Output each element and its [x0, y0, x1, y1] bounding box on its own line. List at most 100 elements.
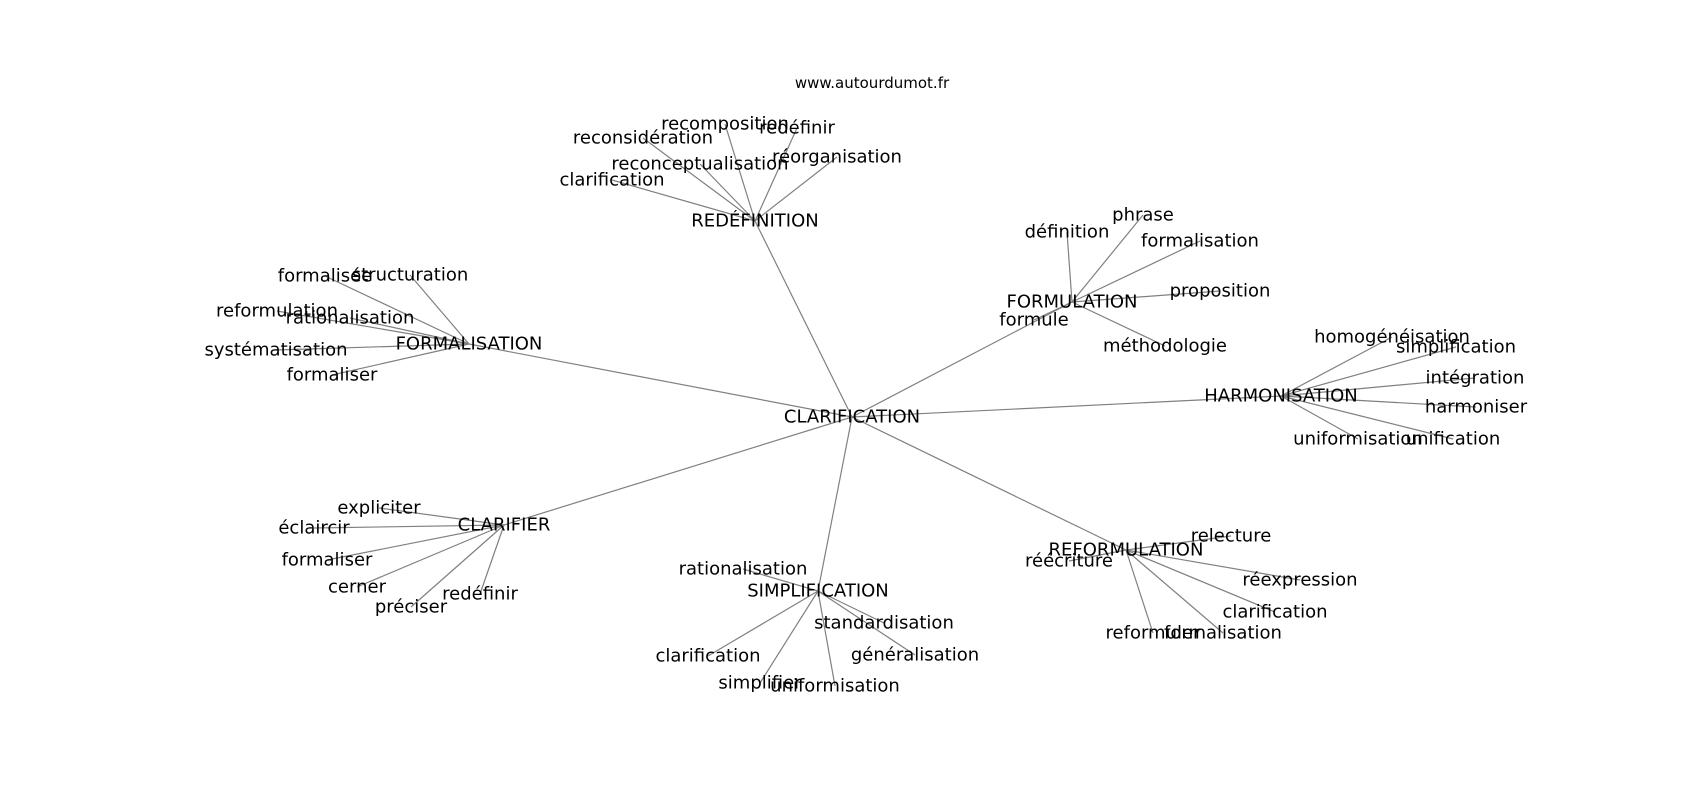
edge-clarifier-leaf [313, 524, 505, 529]
leaf-node-label[interactable]: uniformisation [770, 676, 900, 697]
leaf-node-label[interactable]: clarification [1222, 602, 1327, 623]
hub-node-simplification[interactable]: SIMPLIFICATION [747, 581, 889, 602]
edge-reformulation-leaf [1125, 549, 1154, 634]
leaf-node-label[interactable]: réorganisation [772, 147, 902, 168]
edge-redefinition-leaf [699, 163, 756, 222]
edge-redefinition-leaf [642, 137, 756, 222]
hub-node-harmonisation[interactable]: HARMONISATION [1204, 386, 1357, 407]
leaf-node-label[interactable]: formalisation [1164, 623, 1282, 644]
edge-formulation-leaf [1071, 290, 1221, 303]
leaf-node-label[interactable]: redéfinir [442, 584, 518, 605]
edge-formulation-leaf [1071, 301, 1166, 347]
leaf-node-label[interactable]: expliciter [337, 498, 421, 519]
leaf-node-label[interactable]: simplification [1396, 337, 1516, 358]
leaf-node-label[interactable]: structuration [352, 265, 469, 286]
edge-harmonisation-leaf [1280, 395, 1359, 440]
edge-center-harmonisation [851, 395, 1282, 418]
edge-center-reformulation [851, 416, 1127, 551]
leaf-node-label[interactable]: clarification [655, 646, 760, 667]
edge-formulation-leaf [1066, 231, 1073, 303]
leaf-node-label[interactable]: réexpression [1242, 570, 1357, 591]
edge-simplification-leaf [817, 590, 916, 656]
leaf-node-label[interactable]: éclaircir [278, 518, 350, 539]
leaf-node-label[interactable]: harmoniser [1425, 397, 1528, 418]
hub-node-reformulation[interactable]: REFORMULATION [1049, 540, 1204, 561]
leaf-node-label[interactable]: formaliser [282, 550, 373, 571]
edge-clarifier-leaf [378, 507, 505, 526]
leaf-node-label[interactable]: reformulation [216, 301, 338, 322]
edge-formulation-leaf [1033, 301, 1073, 321]
edge-formulation-leaf [1071, 240, 1201, 303]
leaf-node-label[interactable]: phrase [1112, 205, 1174, 226]
edge-redefinition-leaf [754, 127, 798, 222]
leaf-node-label[interactable]: simplifier [718, 673, 802, 694]
edge-center-formulation [851, 301, 1073, 418]
labels-layer: recompositionredéfinirreconsidérationréo… [204, 114, 1527, 697]
edge-formalisation-leaf [276, 310, 470, 345]
leaf-node-label[interactable]: homogénéisation [1314, 327, 1470, 348]
leaf-node-label[interactable]: formule [999, 310, 1068, 331]
leaf-node-label[interactable]: intégration [1426, 368, 1525, 389]
leaf-node-label[interactable]: unification [1406, 429, 1501, 450]
leaf-node-label[interactable]: formalisée [278, 266, 373, 287]
edge-formalisation-leaf [349, 317, 470, 345]
leaf-node-label[interactable]: formalisation [1141, 231, 1259, 252]
edge-redefinition-leaf [754, 156, 838, 222]
edge-center-formalisation [468, 343, 853, 418]
edge-simplification-leaf [759, 590, 819, 684]
edge-formulation-leaf [1071, 214, 1144, 303]
leaf-node-label[interactable]: redéfinir [759, 118, 835, 139]
leaf-node-label[interactable]: rationalisation [679, 559, 808, 580]
edge-harmonisation-leaf [1280, 377, 1476, 397]
leaf-node-label[interactable]: préciser [375, 597, 448, 618]
hub-node-formulation[interactable]: FORMULATION [1006, 292, 1137, 313]
edge-redefinition-leaf [724, 123, 756, 222]
edges-layer [275, 123, 1477, 687]
hub-node-redefinition[interactable]: REDÉFINITION [691, 210, 819, 232]
leaf-node-label[interactable]: recomposition [661, 114, 789, 135]
edge-redefinition-leaf [611, 179, 756, 222]
leaf-node-label[interactable]: standardisation [814, 613, 954, 634]
leaf-node-label[interactable]: généralisation [851, 645, 979, 666]
center-node-label[interactable]: CLARIFICATION [784, 407, 920, 428]
leaf-node-label[interactable]: reconsidération [573, 128, 713, 149]
edge-harmonisation-leaf [1280, 395, 1454, 440]
edge-center-clarifier [503, 416, 853, 526]
edge-clarifier-leaf [356, 524, 505, 588]
edge-center-simplification [817, 416, 853, 592]
edge-reformulation-leaf [1125, 535, 1232, 551]
leaf-node-label[interactable]: formaliser [287, 365, 378, 386]
leaf-node-label[interactable]: cerner [328, 577, 387, 598]
leaf-node-label[interactable]: clarification [559, 170, 664, 191]
edge-formalisation-leaf [331, 343, 470, 376]
leaf-node-label[interactable]: reconceptualisation [611, 154, 788, 175]
leaf-node-label[interactable]: reformuler [1106, 623, 1202, 644]
edge-clarifier-leaf [479, 524, 505, 595]
leaf-node-label[interactable]: relecture [1191, 526, 1272, 547]
edge-reformulation-leaf [1068, 549, 1127, 562]
edge-center-redefinition [754, 220, 853, 418]
edge-harmonisation-leaf [1280, 395, 1477, 408]
edge-simplification-leaf [707, 590, 819, 657]
hub-node-clarifier[interactable]: CLARIFIER [458, 515, 551, 536]
edge-formalisation-leaf [324, 275, 470, 345]
hub-node-formalisation[interactable]: FORMALISATION [396, 334, 543, 355]
edge-formalisation-leaf [275, 343, 470, 351]
leaf-node-label[interactable]: méthodologie [1103, 336, 1227, 357]
edge-simplification-leaf [817, 590, 885, 624]
leaf-node-label[interactable]: rationalisation [286, 308, 415, 329]
edge-simplification-leaf [817, 590, 836, 687]
leaf-node-label[interactable]: définition [1025, 222, 1110, 243]
edge-simplification-leaf [742, 568, 819, 592]
credit-text: www.autourdumot.fr [795, 74, 950, 92]
edge-clarifier-leaf [326, 524, 505, 561]
leaf-node-label[interactable]: uniformisation [1293, 429, 1423, 450]
edge-harmonisation-leaf [1280, 346, 1457, 397]
leaf-node-label[interactable]: systématisation [204, 340, 347, 361]
leaf-node-label[interactable]: réécriture [1025, 551, 1113, 572]
leaf-node-label[interactable]: proposition [1170, 281, 1271, 302]
edge-clarifier-leaf [410, 524, 505, 608]
edge-reformulation-leaf [1125, 549, 1301, 581]
edge-reformulation-leaf [1125, 549, 1224, 634]
